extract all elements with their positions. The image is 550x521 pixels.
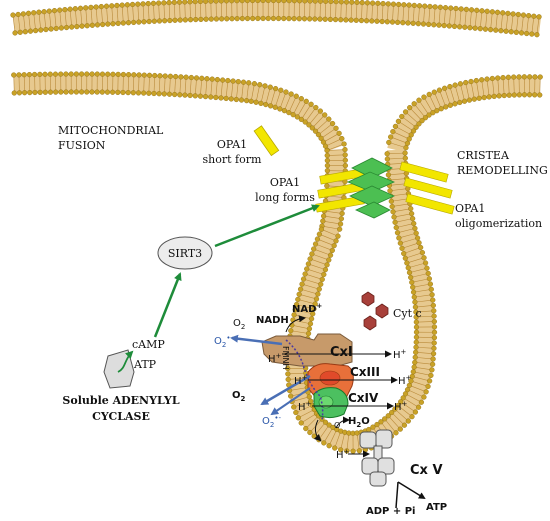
nadh-to-nad-arrow xyxy=(285,315,306,333)
cyt-c-molecules xyxy=(361,291,389,331)
crista-membrane xyxy=(285,146,438,454)
superoxide-mid-label: O2•- xyxy=(262,414,281,429)
opa1-short-label-1: OPA1 xyxy=(217,138,247,151)
mito-fusion-label-2: FUSION xyxy=(58,139,106,152)
mitochondrial-membranes xyxy=(10,0,543,454)
inner-membrane-right xyxy=(386,74,543,153)
cxiv-side-arrow xyxy=(313,419,322,442)
opa1-short-label-2: short form xyxy=(203,153,262,166)
opa1-olig-label-1: OPA1 xyxy=(455,202,485,215)
h-plus-5: H+ xyxy=(298,400,312,413)
camp-label: cAMP xyxy=(132,338,165,351)
nad-label: NAD+ xyxy=(292,302,322,315)
cxi-label: CxI xyxy=(330,345,353,360)
opa1-long-forms-right xyxy=(399,161,455,215)
arrow-camp-to-sirt3 xyxy=(153,272,182,338)
cyt-c-label: Cyt c xyxy=(393,307,422,320)
complex-i-shape xyxy=(261,333,353,367)
mito-fusion-label-1: MITOCHONDRIAL xyxy=(58,124,164,137)
inner-membrane-left xyxy=(11,71,347,153)
opa1-long-forms-left xyxy=(315,167,369,213)
o2-top-label: O2 xyxy=(233,318,245,331)
opa1-olig-label-2: oligomerization xyxy=(455,217,542,230)
sirt3-label: SIRT3 xyxy=(168,247,202,260)
sirt3-node xyxy=(157,236,213,270)
opa1-long-label-1: OPA1 xyxy=(270,176,300,189)
cristea-label-2: REMODELLING xyxy=(457,164,548,177)
h2o-arrow xyxy=(335,416,350,429)
atp-bottom-label: ATP xyxy=(426,502,447,513)
h-plus-3: H+ xyxy=(294,374,308,387)
adp-pi-label: ADP + Pi xyxy=(366,506,415,517)
atp-synthesis-arrow xyxy=(397,481,426,500)
complex-iv-core xyxy=(318,395,334,409)
opa1-short-form-shape xyxy=(253,125,280,157)
cristea-label-1: CRISTEA xyxy=(457,149,510,162)
superoxide-mid-arrow-2 xyxy=(270,387,311,416)
h2o-label: H2O xyxy=(348,416,370,429)
h-plus-2: H+ xyxy=(393,348,407,361)
h-plus-4: H+ xyxy=(398,374,412,387)
complex-iii-core xyxy=(319,370,341,386)
outer-membrane xyxy=(10,0,542,38)
adp-arrow xyxy=(395,481,399,509)
fmnh2-label: FMNH xyxy=(281,346,290,370)
o2-mid-label: O2 xyxy=(232,390,246,403)
cxv-label: Cx V xyxy=(410,463,443,478)
adenylyl-label-2: CYCLASE xyxy=(92,410,150,423)
arrow-sirt3-to-opa1 xyxy=(214,204,320,248)
cxiv-label: CxIV xyxy=(348,391,379,405)
opa1-long-label-2: long forms xyxy=(255,191,315,204)
proton-pumping: H+ H+ H+ H+ H+ H+ H+ xyxy=(268,348,412,461)
adenylyl-label-1: Soluble ADENYLYL xyxy=(62,394,179,407)
h-plus-7: H+ xyxy=(336,448,350,461)
atp-left-label: ATP xyxy=(133,358,157,371)
opa1-oligomers xyxy=(346,157,396,219)
cxiii-label: CxIII xyxy=(350,365,380,379)
h-plus-6: H+ xyxy=(394,400,408,413)
complex-v-shape xyxy=(359,429,395,487)
electron-flow-path xyxy=(285,339,324,421)
atp-to-camp-arrow xyxy=(117,350,134,373)
h-plus-1: H+ xyxy=(268,352,282,365)
superoxide-top-label: O2•- xyxy=(214,334,233,349)
nadh-label: NADH xyxy=(256,315,289,326)
superoxide-top-arrow xyxy=(230,334,283,346)
superoxide-mid-arrow xyxy=(260,374,311,406)
